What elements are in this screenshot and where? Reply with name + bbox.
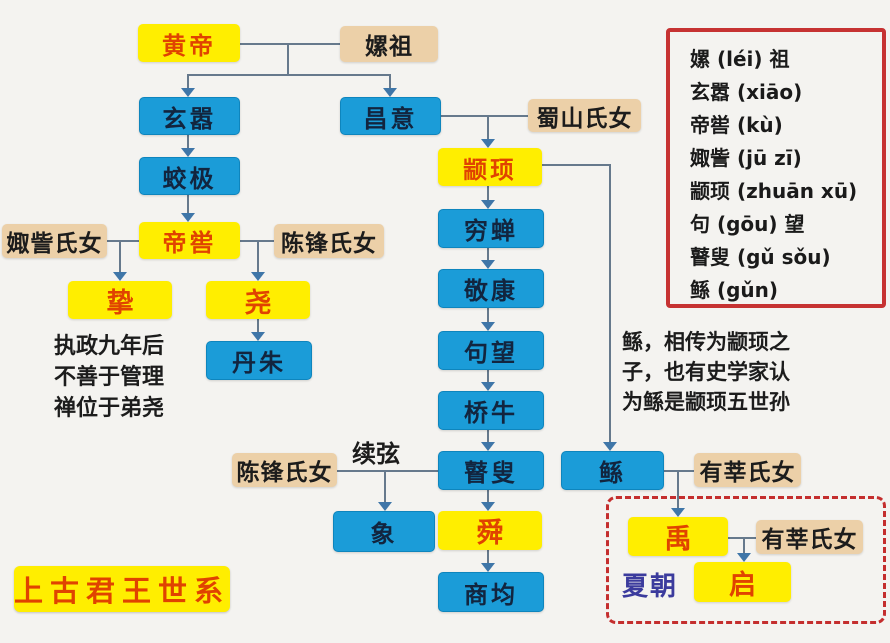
connector-line [487,306,489,322]
arrow-down-icon [383,88,397,97]
xia-dynasty-group-box [606,496,886,624]
node-changyi: 昌意 [340,97,441,135]
connector-line [257,319,259,332]
node-danzhu: 丹朱 [206,341,312,380]
node-leizu: 嫘祖 [340,26,438,62]
arrow-down-icon [481,382,495,391]
remarriage-label: 续弦 [352,440,400,468]
note-line: 不善于管理 [54,365,165,390]
node-xiang: 象 [333,511,435,552]
connector-line [187,74,189,88]
arrow-down-icon [671,508,685,517]
connector-line [728,537,756,539]
arrow-down-icon [481,200,495,209]
arrow-down-icon [481,322,495,331]
connector-line [240,43,340,45]
legend-line: 玄嚣 (xiāo) [690,80,803,104]
connector-line [677,470,679,508]
legend-line: 鲧 (gǔn) [690,278,779,302]
arrow-down-icon [481,442,495,451]
legend-line: 娵訾 (jū zī) [690,146,802,170]
note-line: 执政九年后 [54,334,165,359]
node-yu: 禹 [628,517,728,556]
node-diku: 帝喾 [139,222,240,259]
connector-line [487,368,489,382]
node-youshen-1: 有莘氏女 [694,453,801,487]
connector-line [384,470,386,502]
gun-origin-note: 鲧，相传为颛顼之 子，也有史学家认 为鲧是颛顼五世孙 [622,327,790,417]
connector-line [389,74,391,88]
node-chenfeng-1: 陈锋氏女 [274,224,384,258]
legend-line: 帝喾 (kù) [690,113,783,137]
connector-line [257,240,259,272]
node-yao: 尧 [206,281,310,319]
connector-line [287,43,289,74]
legend-line: 嫘 (léi) 祖 [690,47,790,71]
arrow-down-icon [181,213,195,222]
node-zhuanxu: 颛顼 [438,148,542,186]
note-line: 禅位于弟尧 [54,396,165,421]
node-shushan: 蜀山氏女 [528,99,641,132]
connector-line [487,488,489,502]
node-juzi: 娵訾氏女 [2,224,107,258]
connector-line [487,115,489,139]
node-qi: 启 [694,562,791,602]
legend-line: 颛顼 (zhuān xū) [690,179,858,203]
node-shun: 舜 [438,511,542,550]
node-youshen-2: 有莘氏女 [756,520,863,554]
node-qiaoniu: 桥牛 [438,391,544,430]
node-chenfeng-2: 陈锋氏女 [232,453,337,487]
node-zhi: 挚 [68,281,172,319]
arrow-down-icon [481,563,495,572]
connector-line [187,133,189,148]
connector-line [487,246,489,260]
node-huangdi: 黄帝 [138,24,240,62]
connector-line [119,240,121,272]
arrow-down-icon [113,272,127,281]
arrow-down-icon [378,502,392,511]
connector-line [107,240,139,242]
connector-line [487,428,489,442]
node-gusou: 瞽叟 [438,451,544,490]
arrow-down-icon [737,553,751,562]
node-shangjun: 商均 [438,572,544,612]
diagram-title: 上古君王世系 [14,566,230,612]
arrow-down-icon [481,139,495,148]
arrow-down-icon [181,88,195,97]
zhi-abdication-note: 执政九年后 不善于管理 禅位于弟尧 [54,331,164,424]
connector-line [187,193,189,213]
arrow-down-icon [481,502,495,511]
node-juwang: 句望 [438,331,544,370]
node-jiaoji: 蛟极 [139,157,240,195]
arrow-down-icon [251,332,265,341]
connector-line [609,164,611,442]
connector-line [487,550,489,563]
connector-line [337,470,438,472]
arrow-down-icon [181,148,195,157]
legend-line: 瞽叟 (gǔ sǒu) [690,245,831,269]
arrow-down-icon [603,442,617,451]
connector-line [542,164,611,166]
connector-line [188,74,390,76]
arrow-down-icon [251,272,265,281]
node-gun: 鲧 [561,451,664,490]
connector-line [743,537,745,553]
note-line: 为鲧是颛顼五世孙 [622,390,790,414]
legend-line: 句 (gōu) 望 [690,212,805,236]
connector-line [487,186,489,200]
node-jingkang: 敬康 [438,269,544,308]
note-line: 鲧，相传为颛顼之 [622,330,790,354]
arrow-down-icon [481,260,495,269]
connector-line [439,115,528,117]
xia-dynasty-label: 夏朝 [622,572,679,602]
node-xuanxiao: 玄嚣 [139,97,240,135]
node-qiongchan: 穷蝉 [438,209,544,248]
pinyin-legend-box: 嫘 (léi) 祖 玄嚣 (xiāo) 帝喾 (kù) 娵訾 (jū zī) 颛… [666,28,886,308]
note-line: 子，也有史学家认 [622,360,790,384]
